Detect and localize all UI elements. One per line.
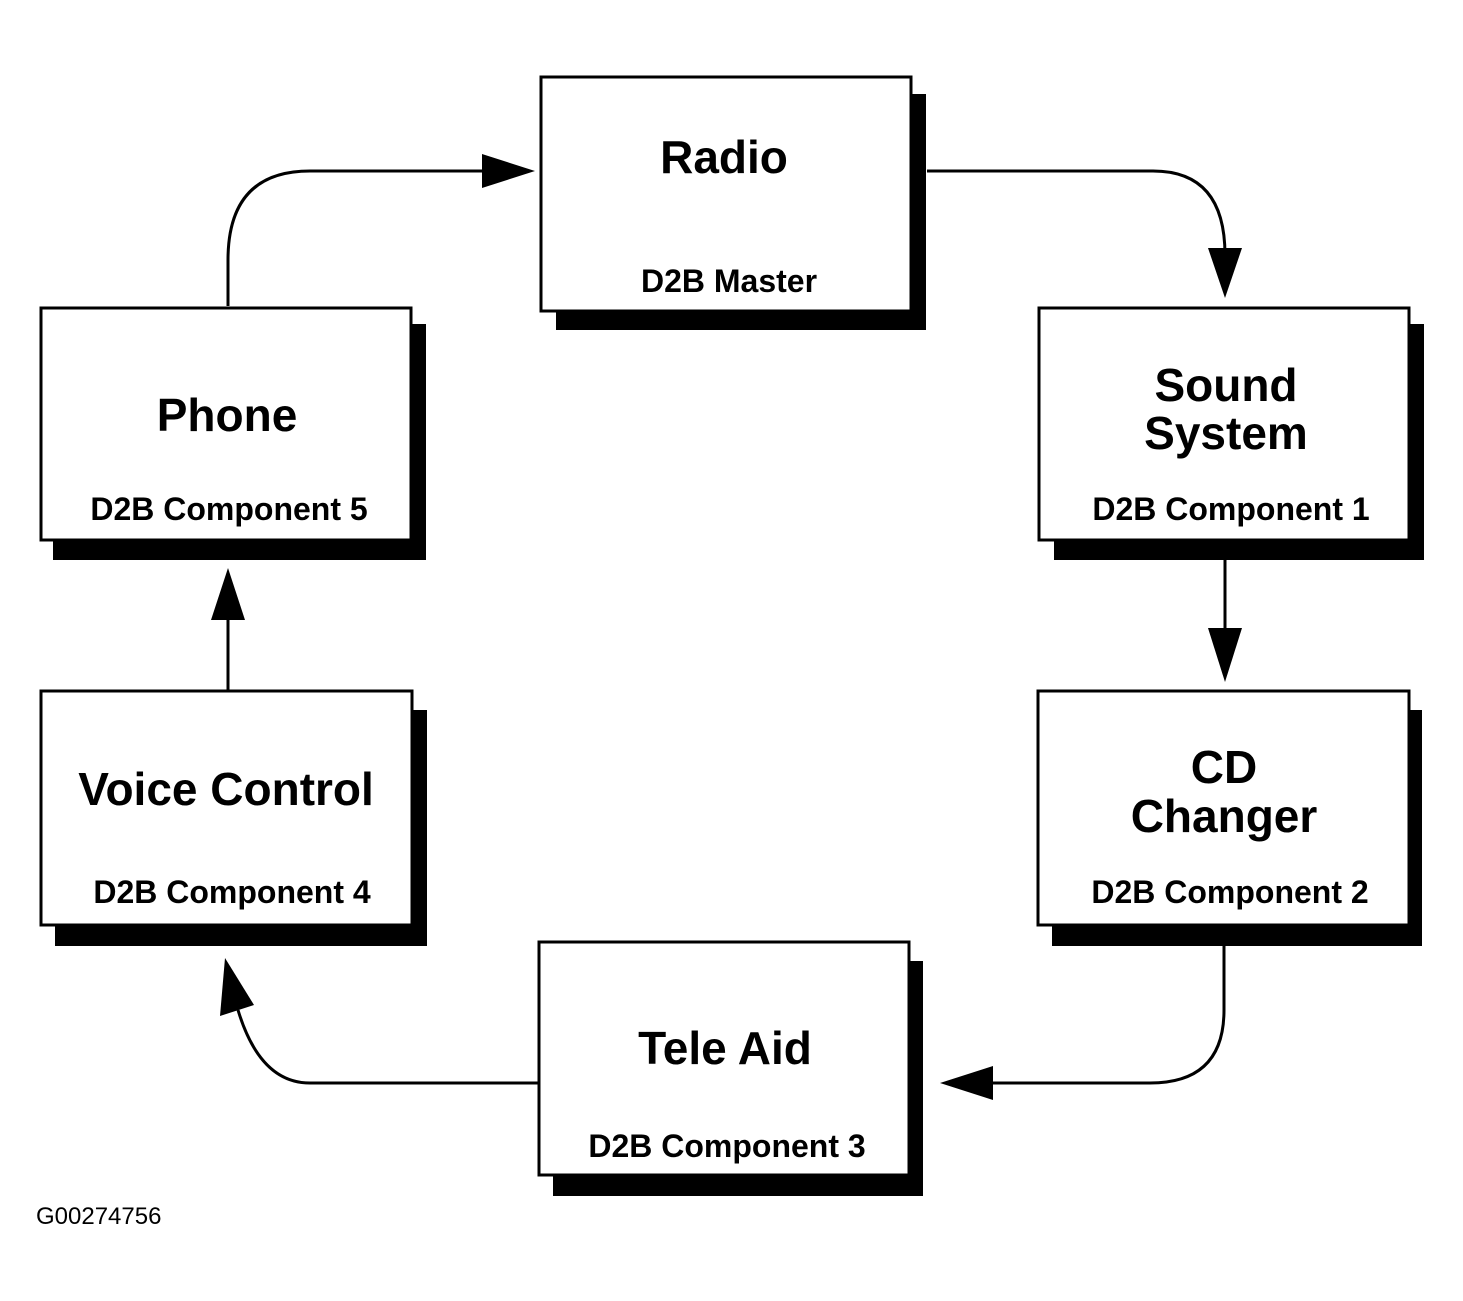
- connector-tele-aid-to-voice-control: [236, 1009, 539, 1085]
- cd-changer-title-line-1: CD: [1191, 741, 1257, 793]
- radio-box: [539, 75, 913, 313]
- node-radio: Radio D2B Master: [539, 75, 926, 330]
- node-phone: Phone D2B Component 5: [39, 306, 426, 560]
- tele-aid-title: Tele Aid: [638, 1022, 812, 1074]
- sound-system-box: [1037, 306, 1411, 542]
- sound-system-title-line-1: Sound: [1154, 359, 1297, 411]
- figure-id: G00274756: [36, 1203, 162, 1230]
- sound-system-role: D2B Component 1: [1092, 491, 1369, 527]
- arrowhead-into-tele-aid: [940, 1066, 993, 1100]
- voice-control-role: D2B Component 4: [93, 874, 371, 910]
- node-sound-system: Sound System D2B Component 1: [1037, 306, 1424, 560]
- connector-radio-to-sound-system: [927, 169, 1227, 256]
- cd-changer-box: [1036, 689, 1411, 927]
- node-cd-changer: CD Changer D2B Component 2: [1036, 689, 1422, 946]
- arrowhead-into-cd-changer: [1208, 628, 1242, 682]
- radio-role: D2B Master: [641, 263, 817, 299]
- tele-aid-box: [537, 940, 911, 1177]
- sound-system-title-line-2: System: [1144, 407, 1308, 459]
- radio-title: Radio: [660, 131, 788, 183]
- voice-control-title: Voice Control: [78, 763, 374, 815]
- phone-title: Phone: [157, 389, 298, 441]
- cd-changer-title-line-2: Changer: [1131, 790, 1318, 842]
- node-tele-aid: Tele Aid D2B Component 3: [537, 940, 923, 1196]
- arrowhead-into-voice-control: [220, 958, 254, 1016]
- arrowhead-into-sound-system: [1208, 248, 1242, 298]
- connectors: [211, 154, 1242, 1100]
- phone-box: [39, 306, 413, 542]
- connector-cd-changer-to-tele-aid: [990, 946, 1226, 1085]
- tele-aid-role: D2B Component 3: [588, 1128, 865, 1164]
- cd-changer-role: D2B Component 2: [1091, 874, 1368, 910]
- node-voice-control: Voice Control D2B Component 4: [39, 689, 427, 946]
- connector-phone-to-radio: [226, 169, 487, 306]
- arrowhead-into-radio: [482, 154, 535, 188]
- arrowhead-into-phone: [211, 568, 245, 620]
- phone-role: D2B Component 5: [90, 491, 367, 527]
- voice-control-box: [39, 689, 414, 927]
